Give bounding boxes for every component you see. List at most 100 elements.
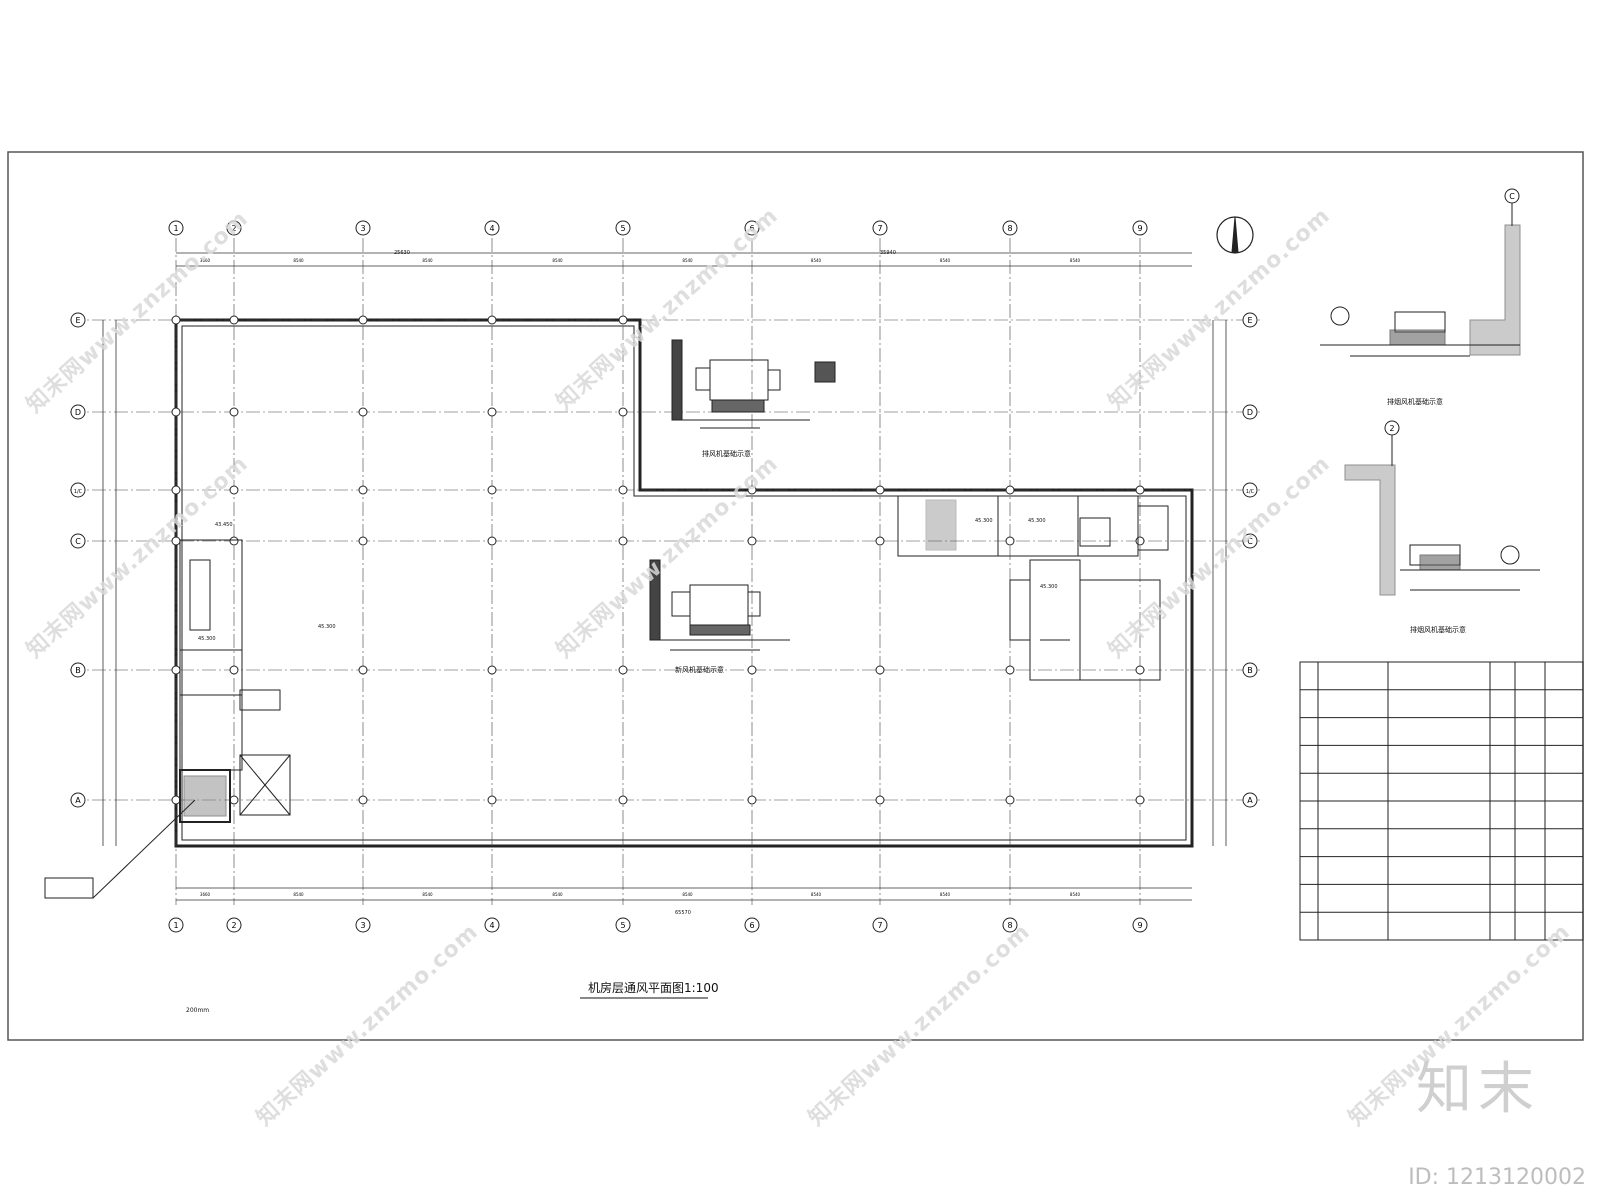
column — [1135, 665, 1145, 675]
bay-dimension: 8540 — [552, 258, 563, 263]
brand-watermark: 知末 — [1416, 1057, 1540, 1122]
left-stair-core — [179, 539, 291, 823]
elevation-5: 45.300 — [1040, 584, 1058, 590]
column — [487, 407, 497, 417]
detail-axis-c: C — [1504, 188, 1520, 226]
smoke-fan-section-1 — [1320, 224, 1521, 357]
column — [1005, 536, 1015, 546]
axis-bubble — [168, 917, 184, 933]
building-outline — [174, 318, 1194, 848]
axis-number: 9 — [1137, 921, 1142, 930]
column — [875, 536, 885, 546]
axis-bubble — [615, 220, 631, 236]
caption-fresh-fan-base: 新风机基础示意 — [675, 665, 724, 674]
bay-dimension: 8540 — [293, 258, 304, 263]
axis-bubble — [615, 917, 631, 933]
structural-columns — [171, 315, 1145, 805]
overall-dim-bottom: 65570 — [675, 910, 691, 916]
svg-text:C: C — [1509, 192, 1515, 201]
equipment-schedule-table — [1299, 661, 1584, 941]
bay-dimension: 3660 — [200, 892, 211, 897]
column — [229, 795, 239, 805]
image-id-label: ID: 1213120002 — [1408, 1165, 1586, 1190]
column — [229, 315, 239, 325]
axis-number: 9 — [1137, 224, 1142, 233]
axis-bubble — [355, 220, 371, 236]
bay-dimension: 8540 — [1070, 892, 1081, 897]
column — [229, 485, 239, 495]
column — [171, 665, 181, 675]
column — [618, 536, 628, 546]
axis-bubble — [355, 917, 371, 933]
column — [747, 795, 757, 805]
bay-dimension: 8540 — [422, 258, 433, 263]
elevation-3: 45.300 — [975, 518, 993, 524]
column — [229, 536, 239, 546]
axis-number: 2 — [231, 224, 236, 233]
callout-box — [44, 877, 94, 899]
axis-number: 1 — [173, 921, 178, 930]
column — [1135, 536, 1145, 546]
column — [1005, 485, 1015, 495]
axis-bubble — [744, 917, 760, 933]
axis-letter: A — [75, 796, 81, 805]
column — [229, 665, 239, 675]
axis-number: 7 — [877, 921, 882, 930]
axis-number: 3 — [360, 224, 365, 233]
fresh-fan-base-detail — [649, 559, 790, 651]
axis-bubble — [1242, 533, 1258, 549]
column — [171, 407, 181, 417]
column — [171, 536, 181, 546]
axis-number: 2 — [231, 921, 236, 930]
exhaust-fan-base-detail — [671, 339, 836, 429]
column — [358, 485, 368, 495]
overall-dim-top-left: 25630 — [394, 250, 410, 256]
axis-bubble — [70, 482, 86, 498]
column — [618, 485, 628, 495]
overall-dim-top-right: 35940 — [880, 250, 896, 256]
axis-bubble — [1002, 220, 1018, 236]
bay-dimension: 8540 — [940, 258, 951, 263]
caption-smoke-fan-base-1: 排烟风机基础示意 — [1387, 397, 1443, 406]
axis-number: 4 — [489, 921, 494, 930]
axis-bubble — [1242, 662, 1258, 678]
elevation-6: 45.300 — [198, 636, 216, 642]
axis-bubble — [1242, 792, 1258, 808]
axis-bubble — [1132, 220, 1148, 236]
axis-bubble — [744, 220, 760, 236]
column — [171, 315, 181, 325]
axis-number: 6 — [749, 921, 754, 930]
axis-bubble — [1002, 917, 1018, 933]
axis-bubble — [872, 917, 888, 933]
column — [1135, 485, 1145, 495]
column — [358, 536, 368, 546]
axis-bubble — [70, 533, 86, 549]
column — [171, 485, 181, 495]
axis-number: 1 — [173, 224, 178, 233]
axis-bubble — [872, 220, 888, 236]
axis-letter: 1/C — [74, 489, 83, 495]
axis-number: 5 — [620, 921, 625, 930]
axis-bubble — [70, 404, 86, 420]
axis-bubble — [1242, 404, 1258, 420]
caption-smoke-fan-base-2: 排烟风机基础示意 — [1410, 625, 1466, 634]
column — [618, 665, 628, 675]
caption-exhaust-fan-base: 排风机基础示意 — [702, 449, 751, 458]
column — [618, 795, 628, 805]
bay-dimension: 8540 — [940, 892, 951, 897]
axis-bubble — [226, 220, 242, 236]
column — [747, 536, 757, 546]
axis-bubble — [1242, 482, 1258, 498]
elevation-4: 45.300 — [1028, 518, 1046, 524]
column — [747, 665, 757, 675]
column — [487, 315, 497, 325]
axis-bubble — [226, 917, 242, 933]
column — [229, 407, 239, 417]
bay-dimension: 8540 — [293, 892, 304, 897]
bay-dimension: 8540 — [811, 892, 822, 897]
column — [875, 485, 885, 495]
drawing-title: 机房层通风平面图1:100 — [588, 980, 719, 995]
axis-letter: A — [1247, 796, 1253, 805]
